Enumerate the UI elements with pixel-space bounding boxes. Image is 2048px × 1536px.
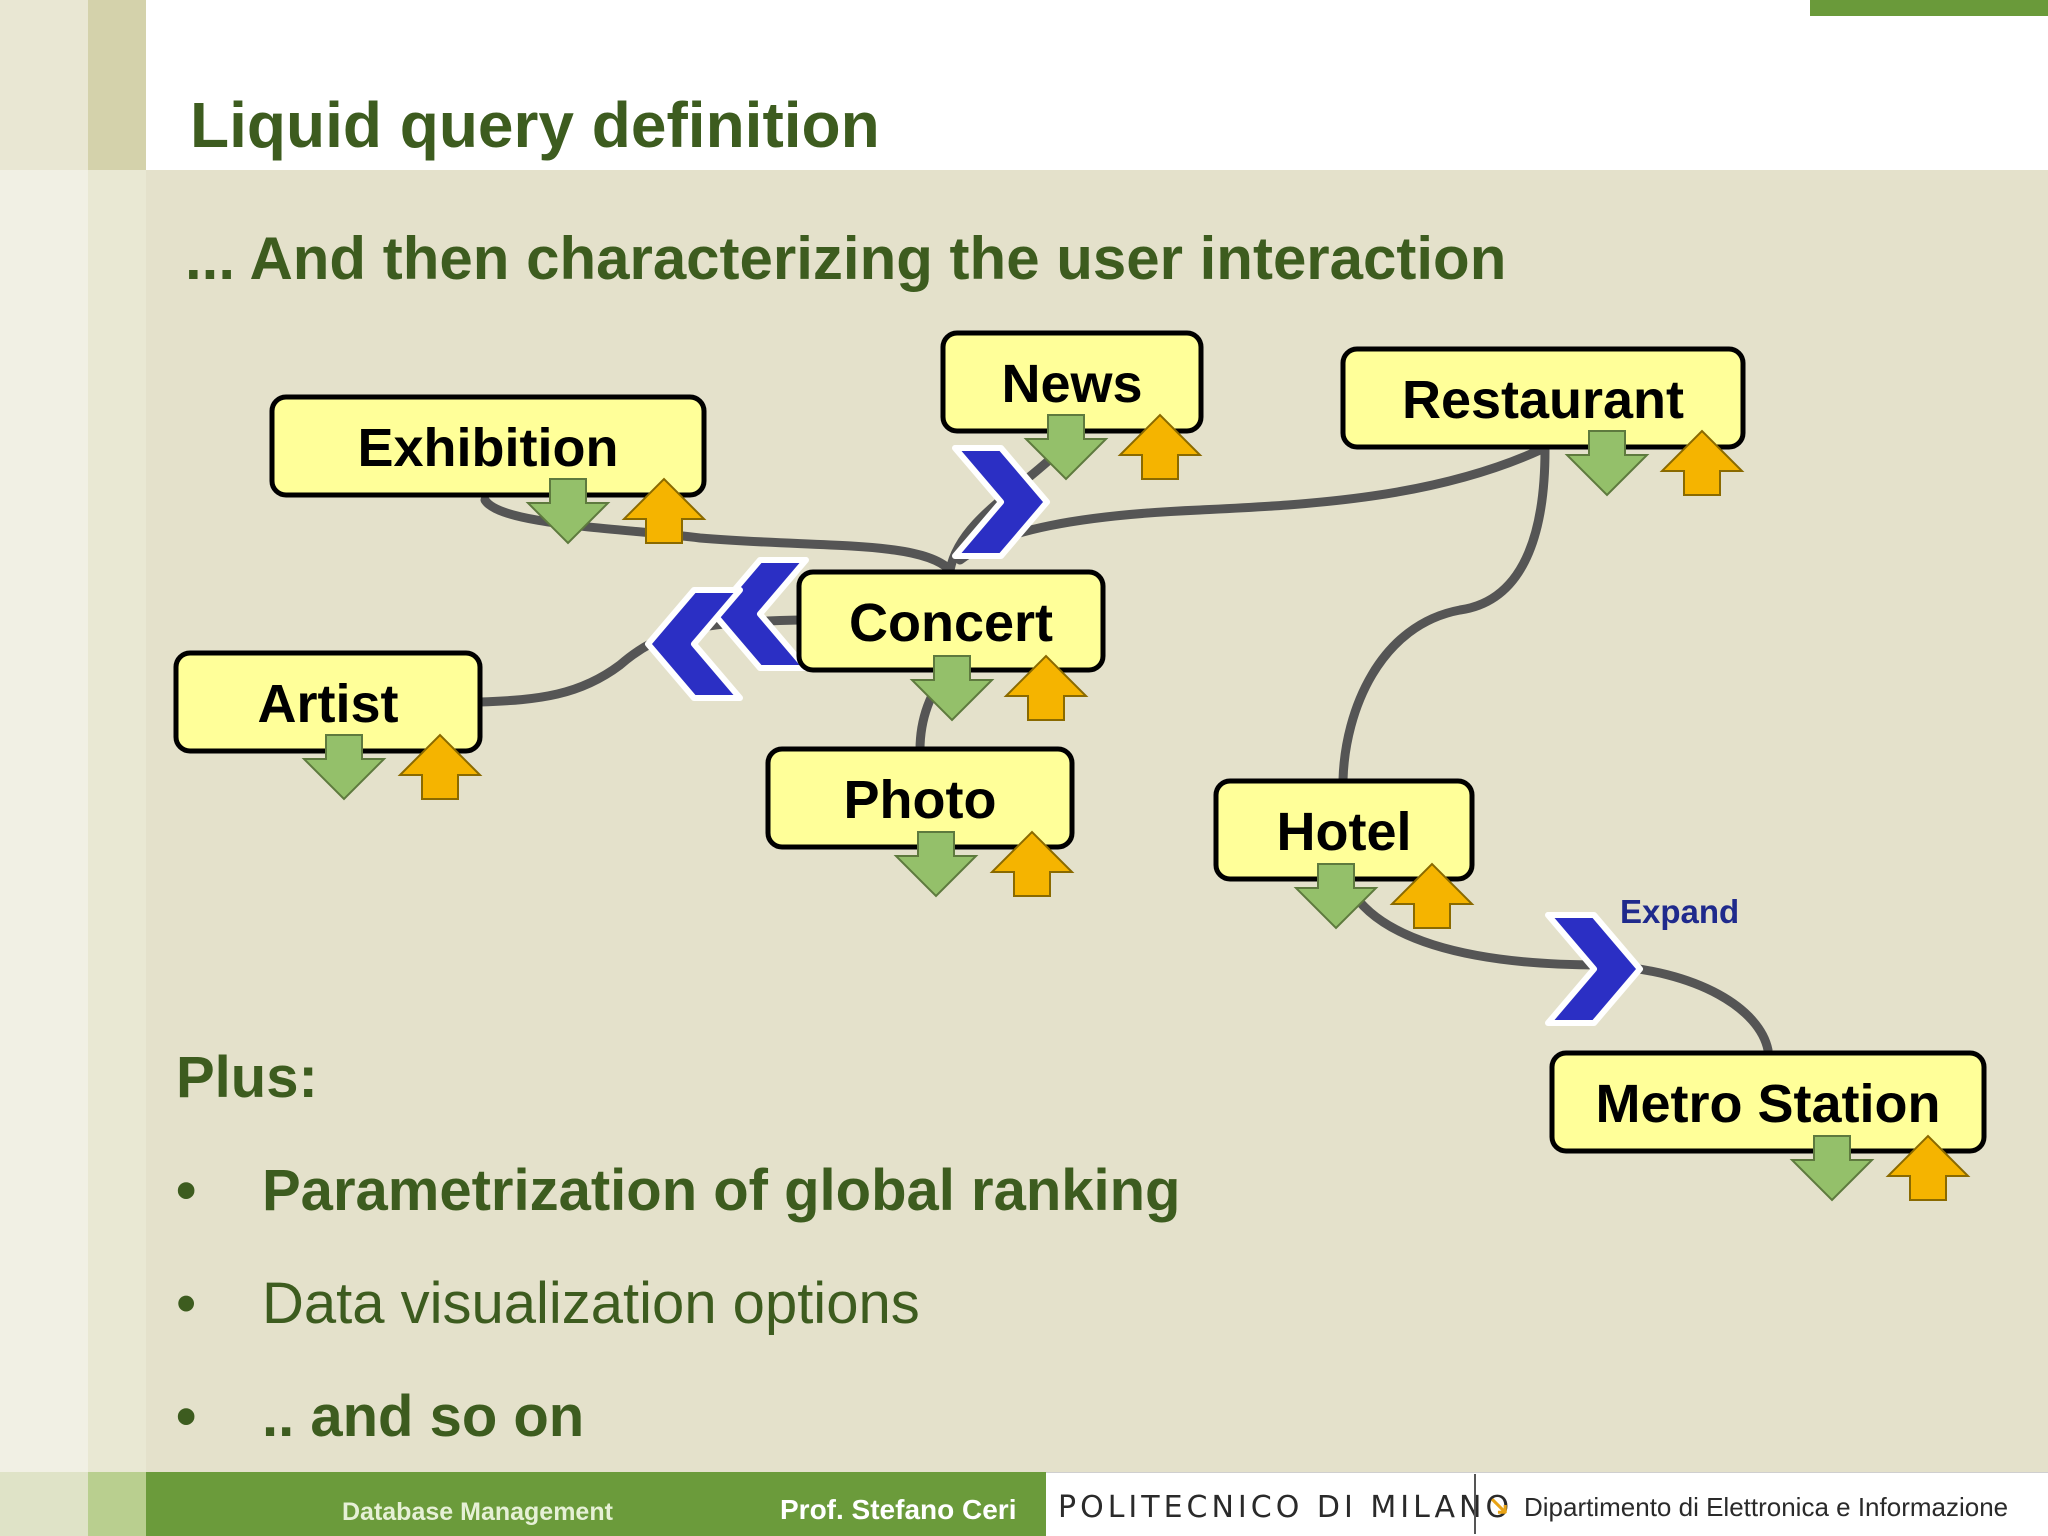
node-label-concert: Concert [849, 593, 1053, 653]
node-artist[interactable]: Artist [173, 650, 483, 800]
expand-chevron-icon[interactable] [955, 448, 1047, 556]
collapse-chevron-icon[interactable] [714, 560, 806, 668]
node-label-photo: Photo [844, 770, 997, 830]
node-label-metro-station: Metro Station [1596, 1074, 1941, 1134]
arrow-logo-icon: ↘ [1488, 1490, 1510, 1520]
node-label-news: News [1001, 354, 1142, 414]
footer-green-bar [146, 1472, 1046, 1536]
node-label-exhibition: Exhibition [358, 418, 619, 478]
edge-exhibition-concert [480, 495, 955, 575]
footer-course: Database Management [342, 1498, 613, 1526]
left-decor-strip-dark [88, 170, 146, 1472]
footer-department: Dipartimento di Elettronica e Informazio… [1524, 1492, 2009, 1522]
bullet-dot-icon: • [176, 1271, 197, 1336]
footer-author: Prof. Stefano Ceri [780, 1494, 1017, 1525]
left-decor-band [0, 0, 88, 170]
bullet-item: • Data visualization options [176, 1270, 920, 1337]
footer-divider [1474, 1474, 1476, 1534]
bullet-item: • Parametrization of global ranking [176, 1157, 1180, 1224]
footer-decor-dark [88, 1472, 146, 1536]
node-exhibition[interactable]: Exhibition [269, 394, 707, 544]
bullet-item: • .. and so on [176, 1383, 584, 1450]
expand-chevron-icon[interactable] [1548, 915, 1640, 1023]
plus-heading: Plus: [176, 1045, 318, 1110]
footer-decor [0, 1472, 88, 1536]
node-hotel[interactable]: Hotel [1213, 778, 1475, 929]
bullet-dot-icon: • [176, 1158, 197, 1223]
node-label-artist: Artist [257, 674, 398, 734]
slide-footer: Database Management Prof. Stefano Ceri P… [0, 1472, 2048, 1536]
node-restaurant[interactable]: Restaurant [1340, 346, 1746, 496]
collapse-chevron-icon[interactable] [648, 590, 740, 698]
node-metro-station[interactable]: Metro Station [1549, 1050, 1987, 1201]
bullet-dot-icon: • [176, 1384, 197, 1449]
node-photo[interactable]: Photo [765, 746, 1075, 897]
bullet-text: .. and so on [262, 1384, 585, 1449]
slide-title: Liquid query definition [190, 89, 880, 161]
footer-logo-area [1046, 1472, 2048, 1536]
edge-restaurant-hotel [1338, 445, 1550, 785]
node-news[interactable]: News [940, 330, 1204, 480]
left-decor-band-dark [88, 0, 146, 170]
slide-subtitle: ... And then characterizing the user int… [185, 225, 1507, 292]
bullet-text: Parametrization of global ranking [262, 1158, 1181, 1223]
node-label-restaurant: Restaurant [1402, 370, 1684, 430]
left-decor-strip [0, 170, 88, 1472]
bullet-text: Data visualization options [262, 1271, 920, 1336]
top-accent-bar [1810, 0, 2048, 16]
node-label-hotel: Hotel [1277, 802, 1412, 862]
expand-label: Expand [1620, 893, 1739, 930]
footer-institution: POLITECNICO DI MILANO [1058, 1490, 1514, 1525]
node-concert[interactable]: Concert [796, 569, 1106, 721]
